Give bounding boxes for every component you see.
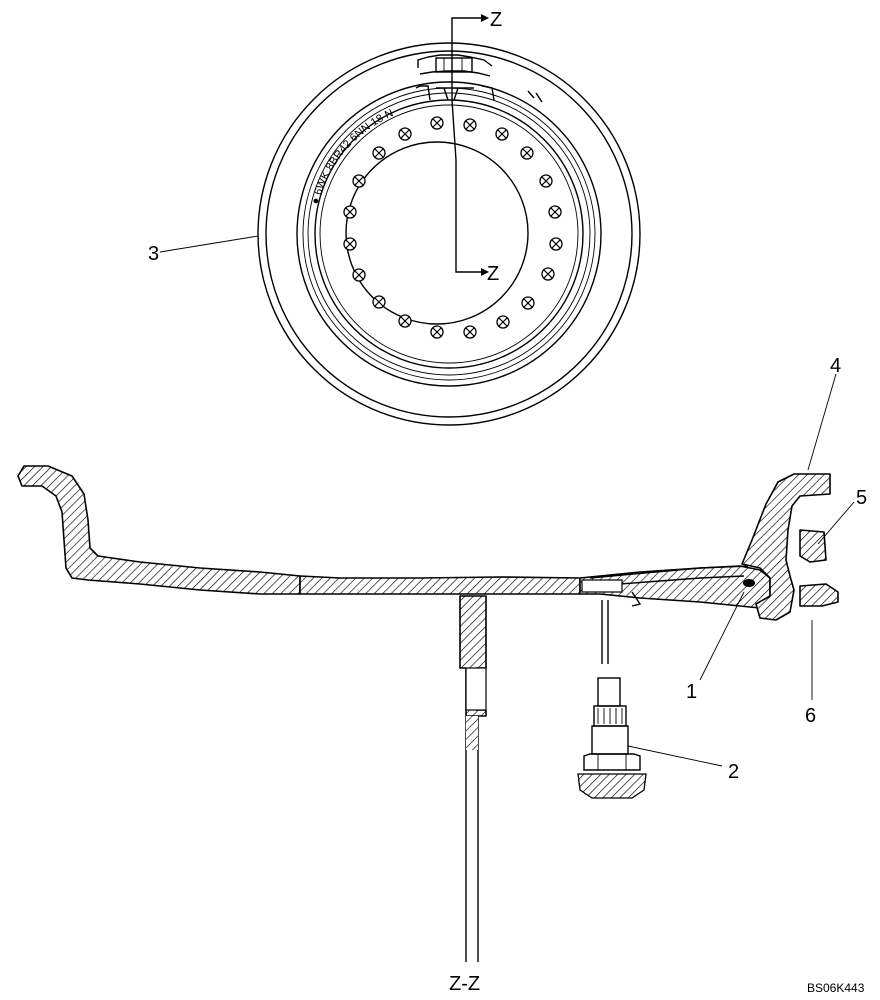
rim-cross-section	[17, 465, 839, 962]
bolt-hole-icon	[343, 237, 357, 251]
callout-2: 2	[728, 761, 739, 783]
lock-ring	[799, 529, 827, 563]
section-title: Z-Z	[449, 973, 480, 995]
callout-5: 5	[856, 487, 867, 509]
rim-marking-text: ● 6WK 8BR42 6NN 18 N 18 22.5 x 25	[0, 0, 395, 206]
tire-outer-ring	[257, 42, 641, 426]
callout-6: 6	[805, 705, 816, 727]
bolt-hole-icon	[521, 296, 535, 310]
bolt-hole-icon	[539, 174, 553, 188]
bolt-hole-icon	[398, 314, 412, 328]
bolt-hole-icon	[352, 174, 366, 188]
rim-ring-5	[319, 104, 579, 364]
rim-ring-2	[302, 87, 596, 381]
bolt-hole-icon	[463, 118, 477, 132]
tire-ring-2	[265, 50, 633, 418]
hub-bore	[345, 141, 529, 325]
rim-ring-4	[314, 99, 584, 369]
wheel-top-view: ● 6WK 8BR42 6NN 18 N 18 22.5 x 25 Z Z	[0, 0, 641, 426]
bolt-hole-icon	[398, 127, 412, 141]
bolt-circle	[343, 116, 563, 339]
o-ring	[743, 579, 755, 587]
bolt-hole-icon	[548, 205, 562, 219]
side-ring	[741, 473, 831, 621]
section-arrow-icon	[481, 14, 489, 22]
bolt-hole-icon	[520, 146, 534, 160]
bolt-hole-icon	[430, 325, 444, 339]
bolt-hole-icon	[430, 116, 444, 130]
callout-4: 4	[830, 355, 841, 377]
callout-3: 3	[148, 243, 159, 265]
rim-base	[299, 575, 581, 595]
valve-hole	[581, 579, 623, 593]
retaining-ring	[799, 583, 839, 607]
rim-left-flange	[17, 465, 301, 595]
bolt-hole-icon	[343, 205, 357, 219]
section-arrow-icon	[481, 268, 489, 276]
valve-stem-icon	[577, 677, 647, 799]
section-marker-bottom: Z	[487, 263, 499, 285]
rim-ring-3	[307, 92, 591, 376]
bolt-hole-icon	[372, 146, 386, 160]
section-cut-line: Z Z	[451, 9, 502, 285]
lock-ring-detail	[415, 54, 543, 103]
bolt-hole-icon	[495, 127, 509, 141]
drawing-code: BS06K443	[807, 981, 865, 995]
callout-1: 1	[686, 681, 697, 703]
bolt-hole-icon	[549, 237, 563, 251]
callouts: 3 4 5 6 1 2	[148, 235, 867, 783]
bolt-hole-icon	[372, 295, 386, 309]
bolt-hole-icon	[352, 268, 366, 282]
bolt-hole-icon	[496, 315, 510, 329]
bolt-hole-icon	[463, 325, 477, 339]
bolt-hole-icon	[541, 267, 555, 281]
rim-ring-1	[296, 81, 602, 387]
section-marker-top: Z	[490, 9, 502, 31]
